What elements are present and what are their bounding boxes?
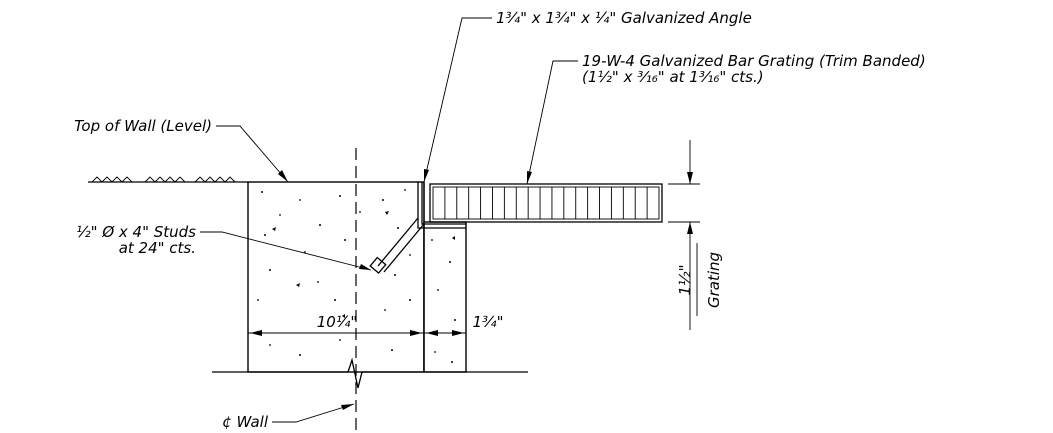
stud: [369, 217, 425, 274]
angle-label: 1¾" x 1¾" x ¼" Galvanized Angle: [496, 9, 752, 27]
leaders: [200, 17, 578, 423]
studs-label-line1: ½" Ø x 4" Studs: [76, 223, 196, 241]
bar-grating: [429, 183, 663, 223]
top-of-wall-label: Top of Wall (Level): [74, 117, 212, 135]
grating-label-line2: (1½" x ³⁄₁₆" at 1³⁄₁₆" cts.): [582, 68, 764, 86]
grating-label-line1: 19-W-4 Galvanized Bar Grating (Trim Band…: [582, 52, 926, 70]
angle-leg-dimension-text: 1¾": [473, 313, 504, 331]
ground-hatch: [88, 176, 248, 183]
galvanized-angle: [417, 182, 466, 229]
grating-depth-dimension: [668, 140, 700, 330]
concrete-stipple: [257, 189, 456, 363]
wall-centerline-label: ¢ Wall: [222, 413, 269, 431]
grating-depth-note: Grating: [705, 252, 723, 308]
foundation-line: [212, 357, 528, 389]
studs-label-line2: at 24" cts.: [119, 239, 196, 257]
wall-width-dimension-text: 10¼": [317, 313, 358, 331]
grating-depth-value: 1½": [676, 265, 694, 296]
wall-width-dimension: [248, 330, 466, 336]
